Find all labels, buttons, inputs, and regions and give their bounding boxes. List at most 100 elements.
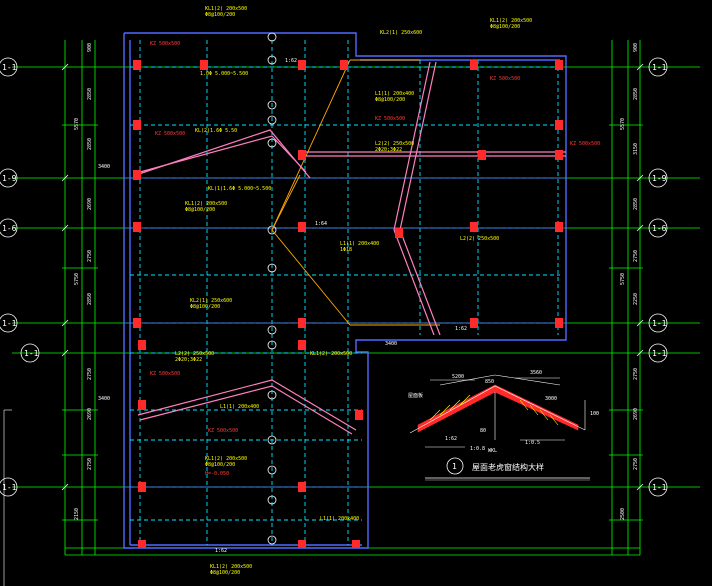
left-dim-5: 2690 [87,198,93,210]
detail-title: 屋面老虎窗结构大样 [472,462,544,472]
beam-label: Φ8@100/200 [205,12,235,18]
axis-label-left-1: 1-1 [2,63,17,72]
beam-label: L1(1) 200x400 [320,516,359,522]
detail-label: 1:62 [445,436,457,442]
roof-detail: 5200 3560 850 3000 1:0.8 1:0.5 屋面板 1:62 … [408,370,599,481]
grid-lines [12,40,700,556]
red-label: H=-0.050 [205,471,229,477]
axis-label-right-1: 1-1 [652,63,667,72]
column [138,400,146,410]
white-label: 1:62 [455,326,467,332]
column [395,228,403,238]
right-dim-12: 2500 [620,508,626,520]
column [555,150,563,160]
column [133,60,141,70]
detail-dim: 5200 [452,374,464,380]
left-dim-7: 5750 [74,273,80,285]
column [555,60,563,70]
red-label: KZ 500x500 [150,41,180,47]
left-dim-3: 5570 [74,118,80,130]
column-blocks [133,60,563,548]
white-label: 3400 [98,396,110,402]
right-dim-11: 2750 [633,458,639,470]
column [355,410,363,420]
beam-label: KL1(2) 200x500 [310,351,352,357]
axis-labels: 1-1 1-9 1-6 1-1 1-1 1-1 1-1 1-9 1-6 1-1 … [2,63,667,492]
column [298,222,306,232]
red-label: KZ 500x500 [490,76,520,82]
column [200,60,208,70]
detail-dim: 850 [485,379,494,385]
axis-label-left-6: 1-1 [2,483,17,492]
beam-label: 2Φ20;3Φ22 [175,357,202,363]
detail-dim: 3560 [530,370,542,376]
detail-number-circle [446,457,464,475]
detail-label: WKL [488,448,497,454]
column [555,120,563,130]
left-dim-10: 2690 [87,408,93,420]
beam-label: L2(2) 250x500 [175,351,214,357]
axis-label-left-4: 1-1 [2,319,17,328]
axis-label-right-2: 1-9 [652,174,667,183]
column [555,222,563,232]
axis-label-left-5: 1-1 [24,349,39,358]
red-label: KZ 500x500 [150,371,180,377]
beam-label: Φ8@100/200 [190,304,220,310]
beam-label: KL2(1) 250x600 [190,298,232,304]
detail-dim: 1:0.8 [470,446,485,452]
detail-dim: 3000 [545,396,557,402]
column [133,120,141,130]
left-dim-6: 2750 [87,250,93,262]
column [298,482,306,492]
beam-label: L2(2) 250x500 [375,141,414,147]
red-label: KZ 500x500 [570,141,600,147]
column [352,540,360,548]
left-dim-4: 2850 [87,138,93,150]
detail-label: 屋面板 [408,392,423,399]
left-dimensions: 900 2850 5570 2850 2690 2750 5750 2850 2… [74,43,93,520]
beam-label: KL(1)1.6Φ 5.000~5.500 [208,186,271,192]
beam-label: KL1(2) 200x500 [185,201,227,207]
axis-label-right-3: 1-6 [652,224,667,233]
column [133,222,141,232]
detail-label: 80 [480,428,486,434]
axis-bubbles-right [648,57,668,497]
detail-number: 1 [452,462,457,471]
beam-label: KL1(2) 200x500 [205,456,247,462]
column [298,150,306,160]
beam-label: Φ8@100/200 [375,97,405,103]
beam-label: L2(2) 250x500 [460,236,499,242]
column [298,318,306,328]
axis-bubbles-left [0,57,40,497]
left-dim-2: 2850 [87,88,93,100]
column [133,170,141,180]
right-dim-10: 2690 [633,408,639,420]
column [138,482,146,492]
beam-label: KL1(2) 200x500 [205,6,247,12]
beam-label: Φ8@100/200 [490,24,520,30]
beam-label: L1(1) 200x400 [340,241,379,247]
beam-label: 1Φ18 [340,247,352,253]
right-dim-1: 900 [633,43,639,52]
column [298,340,306,350]
white-label: 1:64 [315,221,327,227]
column [133,318,141,328]
building-outline [123,32,567,549]
detail-outline [409,374,586,448]
column [555,318,563,328]
beam-label: KL1(2) 200x500 [490,18,532,24]
beam-label: 2Φ20;3Φ22 [375,147,402,153]
detail-rebar [429,394,559,426]
detail-dim: 100 [590,411,599,417]
left-dim-8: 2850 [87,293,93,305]
truss-lines [271,59,440,326]
beam-label: 1.0Φ 5.000~5.500 [200,71,248,77]
right-dim-3: 5570 [620,118,626,130]
column [340,60,348,70]
beam-label: KL(2)1.6Φ 5.50 [195,128,237,134]
red-label: KZ 500x500 [155,131,185,137]
right-dim-6: 2750 [633,250,639,262]
column [478,150,486,160]
beam-label: Φ8@100/200 [210,570,240,576]
